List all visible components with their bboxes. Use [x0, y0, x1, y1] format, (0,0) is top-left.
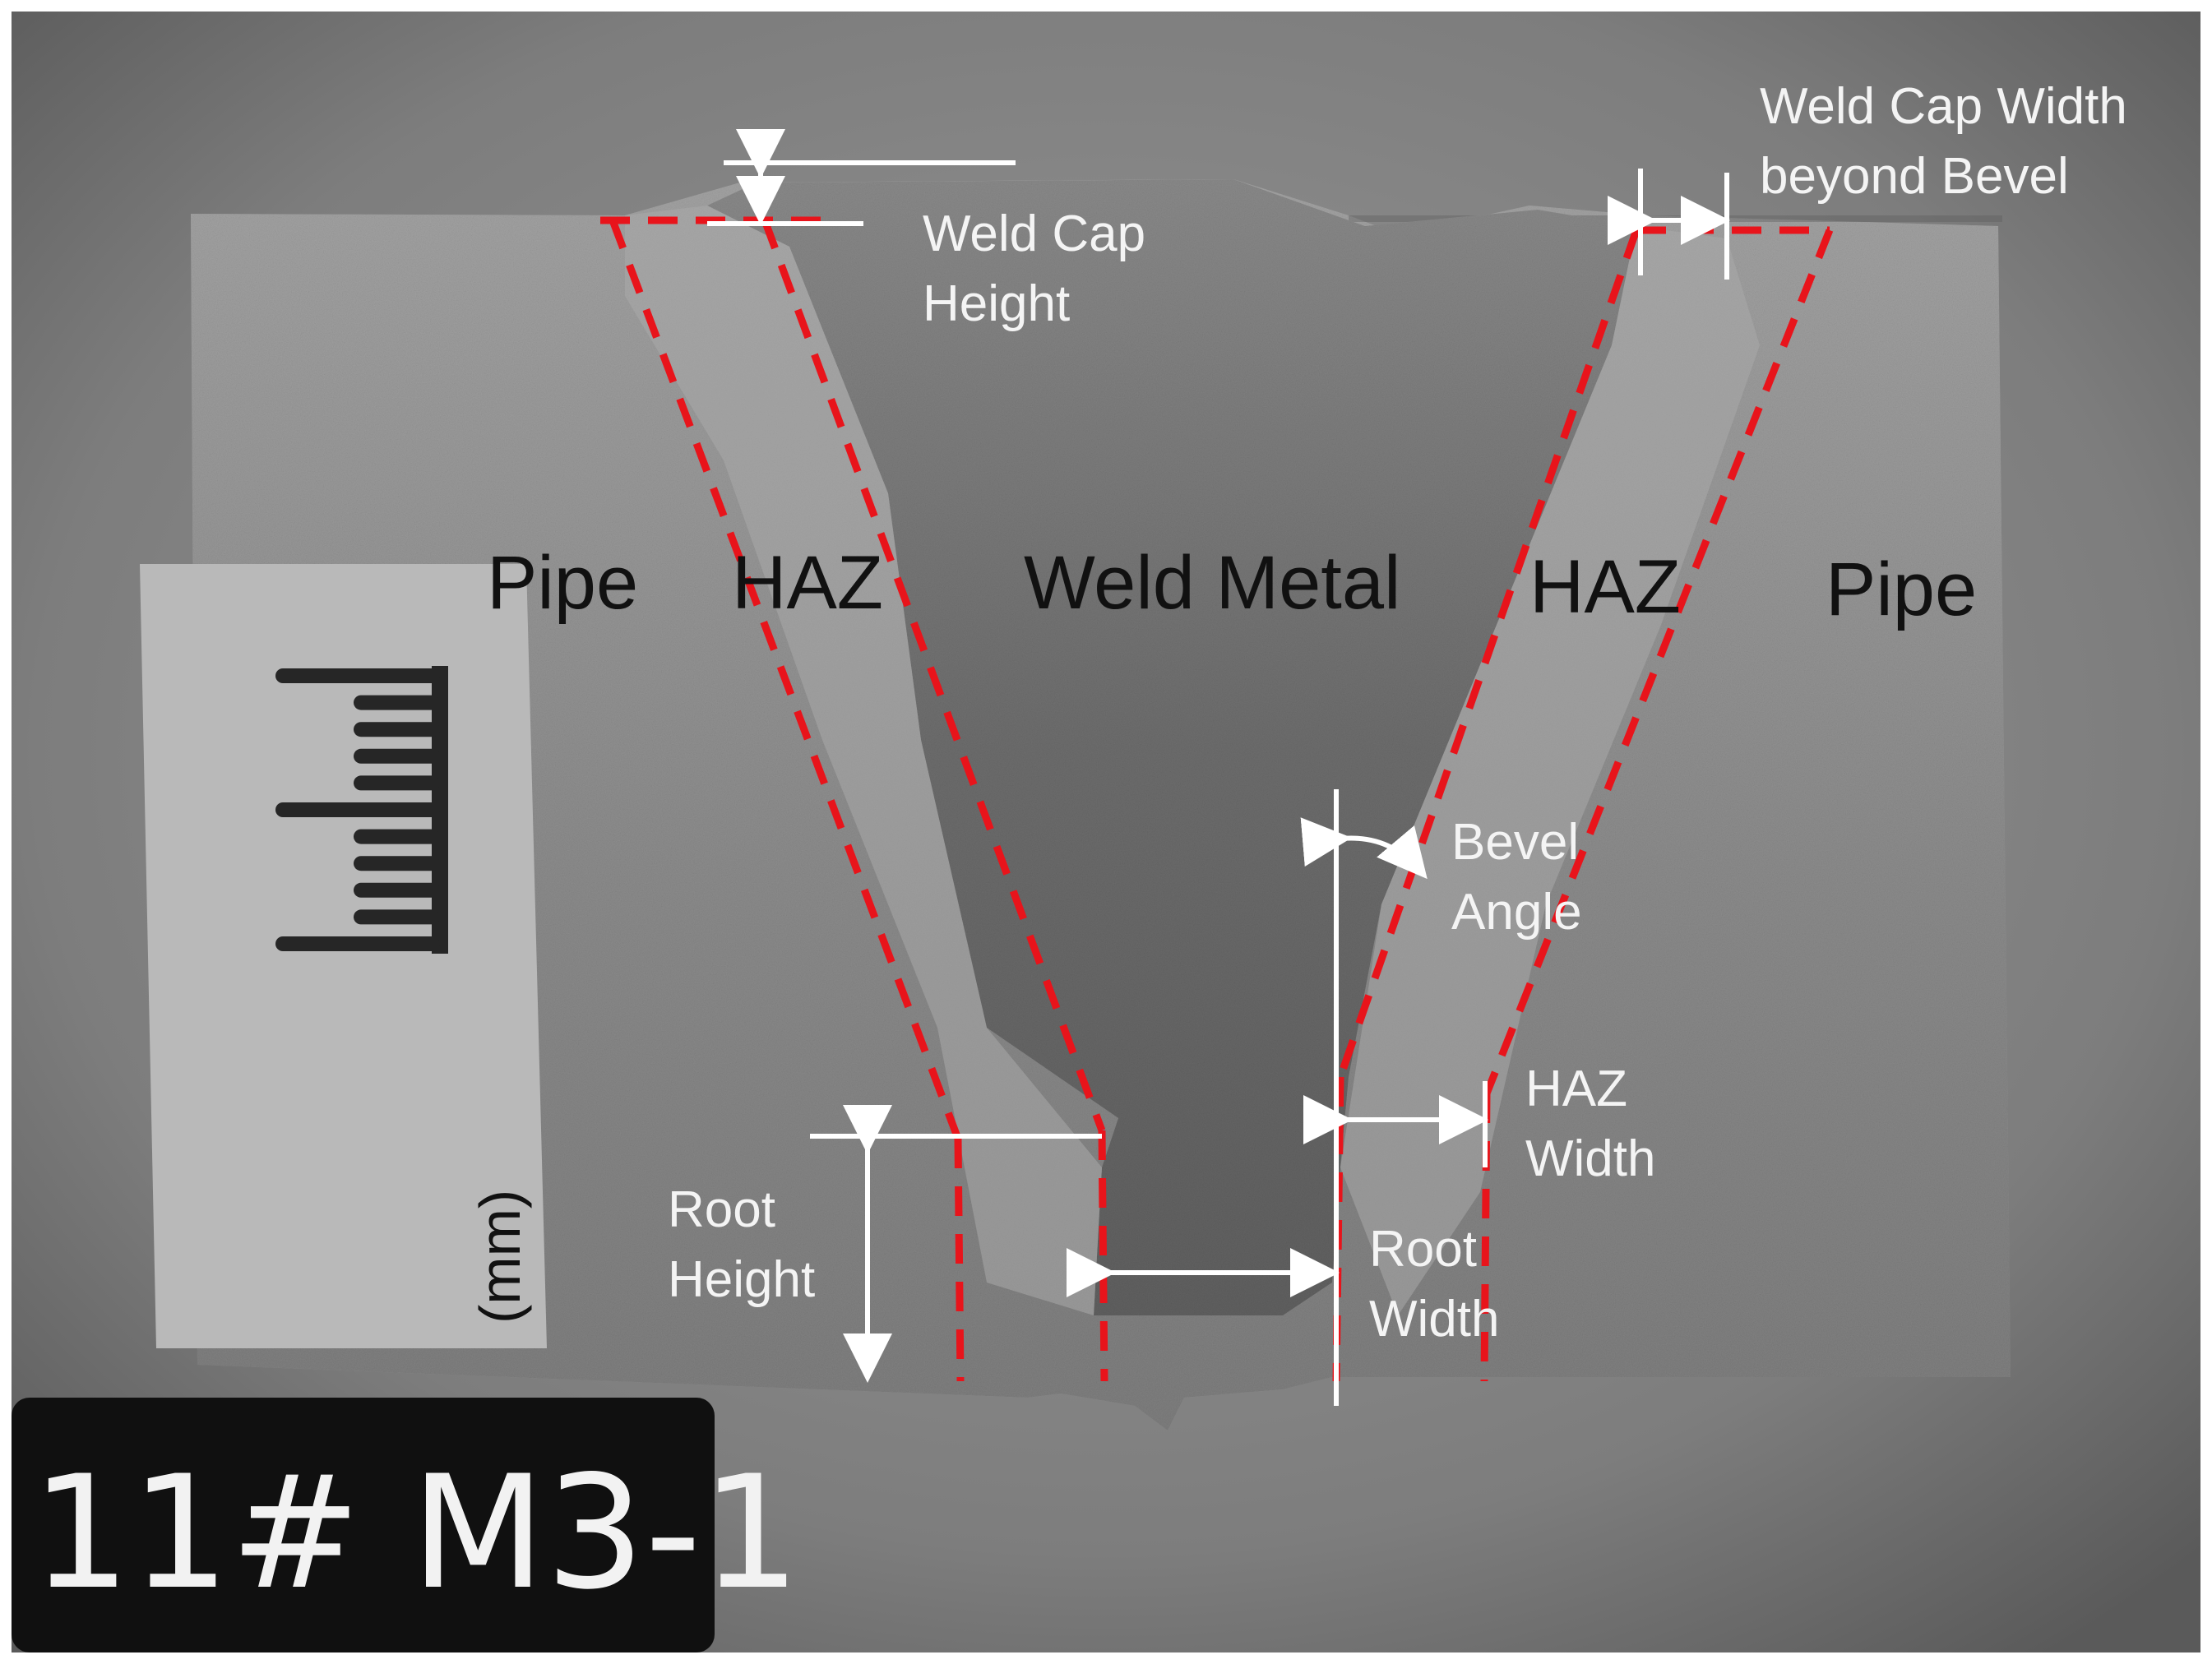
boundary-haz-outer-right [1483, 229, 1834, 1095]
boundary-root-left-a [954, 1138, 965, 1382]
label-root-width-line2: Width [1369, 1291, 1499, 1347]
ruler-minor-tick [354, 882, 440, 898]
label-bevel-angle-line2: Angle [1451, 884, 1582, 941]
scale-ruler [275, 666, 448, 954]
boundary-haz-inner-right [1336, 229, 1640, 1079]
label-weld-cap-height-line1: Weld Cap [923, 206, 1145, 262]
bevel-angle-arc [1300, 817, 1428, 880]
sample-id-text: 11# M3-1 [31, 1442, 801, 1624]
ruler-minor-tick [354, 695, 440, 710]
label-root-height-line2: Height [668, 1251, 815, 1308]
boundary-root-left-b [1098, 1130, 1108, 1382]
ruler-major-tick [275, 668, 440, 683]
label-weld-cap-height-line2: Height [923, 275, 1070, 332]
label-weld-cap-width-line2: beyond Bevel [1760, 148, 2069, 205]
ruler-major-tick [275, 936, 440, 951]
ruler-minor-tick [354, 775, 440, 791]
ruler-minor-tick [354, 909, 440, 925]
haz-band-right [1340, 226, 1760, 1315]
dimension-lines [707, 129, 1730, 1406]
label-haz-width-line1: HAZ [1525, 1061, 1627, 1117]
weld-metal-zone [707, 179, 1636, 1315]
ruler-minor-tick [354, 829, 440, 844]
label-weld-metal: Weld Metal [1024, 541, 1400, 625]
scale-unit-label: (mm) [468, 1190, 532, 1324]
ruler-major-tick [275, 802, 440, 817]
label-haz-left: HAZ [732, 541, 883, 625]
boundary-haz-inner-left [761, 219, 1106, 1132]
label-haz-right: HAZ [1529, 545, 1681, 629]
ruler-minor-tick [354, 856, 440, 871]
label-root-width-line1: Root [1369, 1221, 1477, 1278]
ruler-minor-tick [354, 748, 440, 764]
label-root-height-line1: Root [668, 1181, 775, 1238]
boundary-haz-outer-left [609, 219, 962, 1140]
label-bevel-angle-line1: Bevel [1451, 814, 1579, 871]
label-haz-width-line2: Width [1525, 1130, 1655, 1187]
label-weld-cap-width-line1: Weld Cap Width [1760, 78, 2127, 135]
haz-band-left [625, 206, 1102, 1315]
ruler-minor-tick [354, 722, 440, 737]
label-pipe-left: Pipe [487, 541, 638, 625]
label-pipe-right: Pipe [1826, 548, 1977, 631]
sample-id-badge [12, 1398, 715, 1652]
